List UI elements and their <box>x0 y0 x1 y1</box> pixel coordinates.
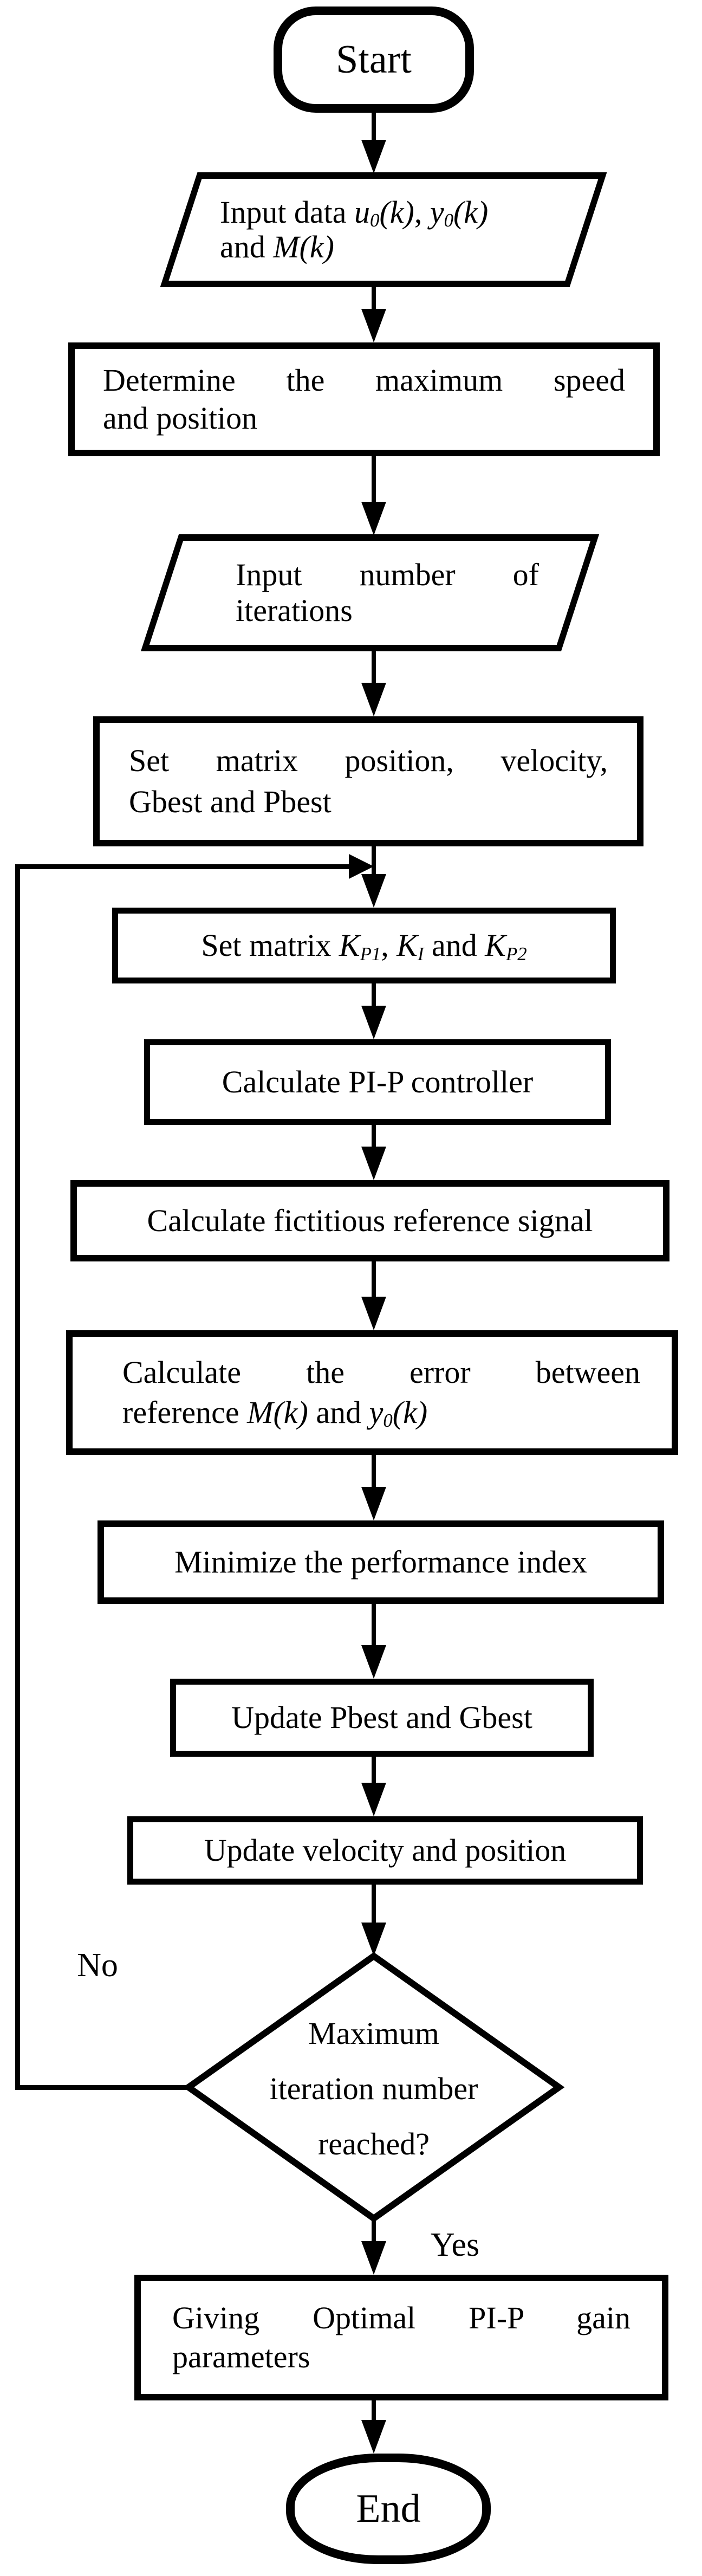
set-matrix-pso-line2: Gbest and Pbest <box>129 784 332 820</box>
io-input-data-line2: and M(k) <box>220 229 334 265</box>
set-matrix-gains-line1: Set matrix KP1, KI and KP2 <box>201 928 527 965</box>
start-node: Start <box>274 7 474 113</box>
connector-p7-p8 <box>372 1604 376 1645</box>
arrowhead-down-icon <box>361 683 386 716</box>
update-velocity-line1: Update velocity and position <box>204 1833 567 1868</box>
calc-pip-line1: Calculate PI-P controller <box>222 1064 534 1099</box>
connector-p3-p4 <box>372 983 376 1006</box>
decision-line2: iteration number <box>269 2071 478 2106</box>
process-update-pbest-gbest: Update Pbest and Gbest <box>170 1679 594 1757</box>
arrowhead-down-icon <box>361 1783 386 1816</box>
arrowhead-down-icon <box>361 140 386 173</box>
arrowhead-down-icon <box>361 1006 386 1039</box>
process-determine-max-speed: Determine the maximum speed and position <box>68 342 660 456</box>
decision-max-iteration-label: Maximum iteration number reached? <box>219 2006 528 2174</box>
connector-p4-p5 <box>372 1125 376 1147</box>
process-set-matrix-gains: Set matrix KP1, KI and KP2 <box>112 908 616 983</box>
no-branch-label: No <box>77 1947 118 1984</box>
arrowhead-down-icon <box>361 1645 386 1679</box>
connector-p8-p9 <box>372 1757 376 1783</box>
process-giving-optimal-gains: Giving Optimal PI-P gain parameters <box>134 2275 668 2400</box>
process-calc-error: Calculate the error between reference M(… <box>66 1330 678 1455</box>
connector-p5-p6 <box>372 1261 376 1297</box>
io-iterations-line1: Input number of <box>236 557 539 592</box>
arrowhead-down-icon <box>361 1147 386 1180</box>
arrowhead-down-icon <box>361 502 386 535</box>
connector-p2-p3 <box>372 846 376 874</box>
io-input-data-node: Input data u0(k), y0(k) and M(k) <box>160 172 607 287</box>
loop-left-line <box>15 864 20 2090</box>
loop-top-line <box>15 864 349 869</box>
arrowhead-down-icon <box>361 2420 386 2454</box>
connector-io2-p2 <box>372 651 376 683</box>
end-node: End <box>286 2454 491 2564</box>
arrowhead-down-icon <box>361 1923 386 1956</box>
connector-decision-p10 <box>372 2218 376 2241</box>
decision-line3: reached? <box>317 2126 430 2161</box>
arrowhead-down-icon <box>361 1487 386 1520</box>
start-label: Start <box>336 37 412 82</box>
decision-line1: Maximum <box>308 2016 439 2051</box>
diamond-icon <box>183 1952 565 2223</box>
connector-p10-end <box>372 2400 376 2420</box>
io-input-data-line1: Input data u0(k), y0(k) <box>220 194 489 231</box>
process-update-velocity-position: Update velocity and position <box>127 1816 643 1885</box>
io-iterations-line2: iterations <box>236 593 353 628</box>
decision-max-iteration-shape <box>183 1952 565 2223</box>
giving-optimal-line2: parameters <box>172 2339 310 2375</box>
process-minimize-perf-index: Minimize the performance index <box>98 1520 664 1604</box>
calc-fictitious-line1: Calculate fictitious reference signal <box>147 1203 593 1238</box>
connector-p1-io2 <box>372 456 376 502</box>
connector-p9-decision <box>372 1885 376 1923</box>
determine-max-line2: and position <box>103 400 258 436</box>
process-set-matrix-pso: Set matrix position, velocity, Gbest and… <box>93 716 644 846</box>
connector-p6-p7 <box>372 1455 376 1487</box>
arrowhead-down-icon <box>361 2241 386 2275</box>
connector-io1-p1 <box>372 287 376 309</box>
update-best-line1: Update Pbest and Gbest <box>231 1700 532 1735</box>
set-matrix-pso-line1: Set matrix position, velocity, <box>129 742 608 778</box>
arrowhead-down-icon <box>361 309 386 342</box>
connector-start-io1 <box>372 113 376 140</box>
end-label: End <box>356 2487 421 2531</box>
determine-max-line1: Determine the maximum speed <box>103 363 625 398</box>
minimize-index-line1: Minimize the performance index <box>174 1544 587 1580</box>
process-calc-fictitious-ref: Calculate fictitious reference signal <box>70 1180 670 1261</box>
arrowhead-down-icon <box>361 874 386 908</box>
giving-optimal-line1: Giving Optimal PI-P gain <box>172 2300 630 2335</box>
io-input-iterations-node: Input number of iterations <box>140 534 600 651</box>
yes-branch-label: Yes <box>430 2227 480 2263</box>
process-calc-pip-controller: Calculate PI-P controller <box>144 1039 611 1125</box>
calc-error-line1: Calculate the error between <box>122 1355 640 1390</box>
arrowhead-down-icon <box>361 1297 386 1330</box>
calc-error-line2: reference M(k) and y0(k) <box>122 1394 428 1432</box>
loop-bottom-line <box>15 2085 188 2090</box>
